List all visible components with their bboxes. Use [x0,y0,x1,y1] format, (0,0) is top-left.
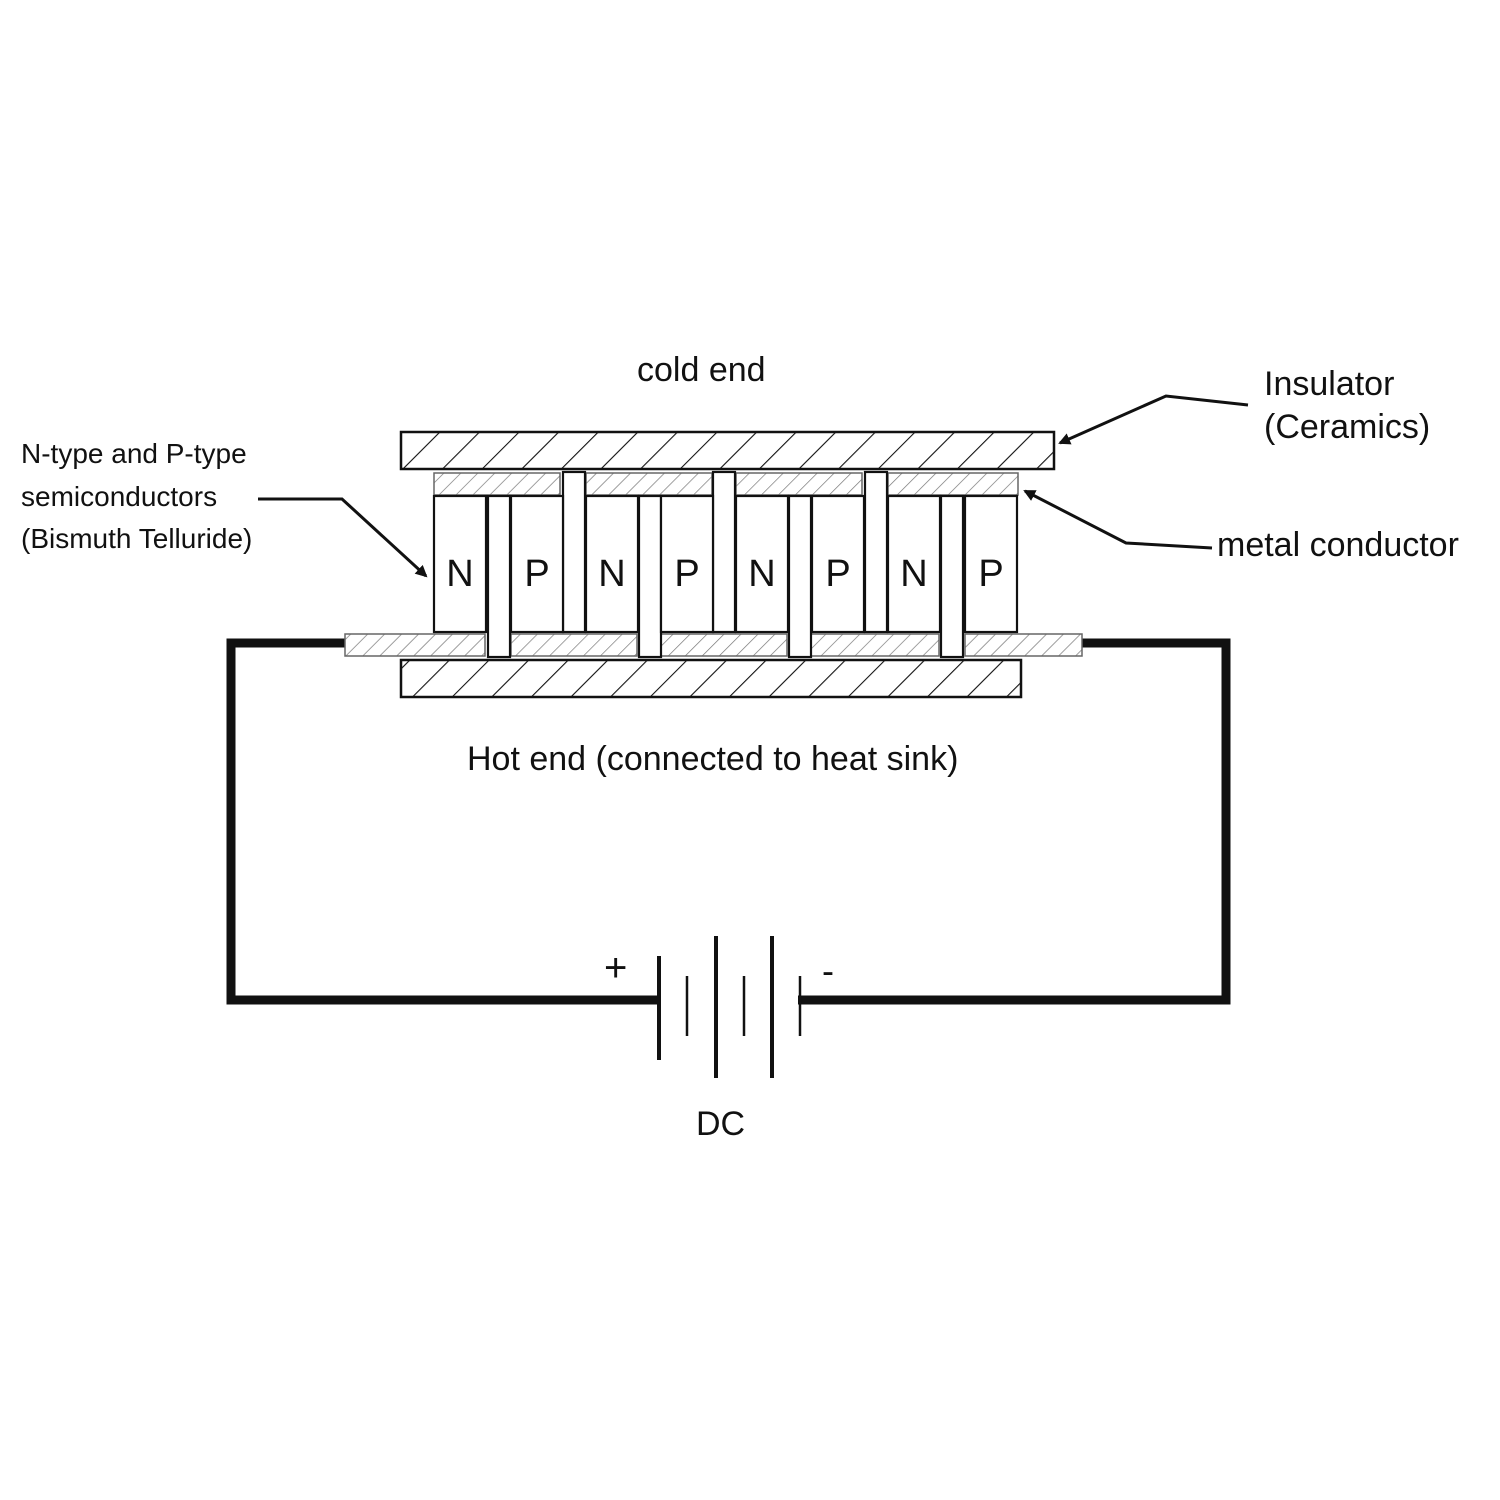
insulator-label-line2: (Ceramics) [1264,408,1431,446]
leg-label: N [748,553,775,595]
positive-terminal-label: + [604,946,628,990]
leg-labels: N P N P N P N P [446,553,1003,595]
metal-conductor-leader-arrow [1023,489,1213,550]
semiconductor-leader-arrow [258,497,428,578]
hot-end-label: Hot end (connected to heat sink) [467,740,959,778]
leg-label: P [524,553,549,595]
leg-label: N [900,553,927,595]
leg-3 [584,494,640,634]
semiconductors-label-line3: (Bismuth Telluride) [21,523,253,554]
cold-end-label: cold end [637,351,766,389]
leg-8 [963,494,1019,634]
insulator-label-line1: Insulator [1264,365,1395,403]
leg-1 [432,494,488,634]
semiconductors-label-line1: N-type and P-type [21,438,247,469]
battery-symbol [657,936,802,1078]
leg-label: N [446,553,473,595]
dc-label: DC [696,1105,746,1143]
bottom-insulator-plate [399,658,1023,699]
top-insulator-plate [399,430,1056,471]
leg-label: P [674,553,699,595]
metal-conductor-label: metal conductor [1217,526,1459,564]
circuit-wire-left [226,638,657,1005]
leg-4 [659,494,715,634]
semiconductors-label-line2: semiconductors [21,481,218,512]
connector-posts [486,470,965,659]
circuit-wire-right [798,638,1231,1005]
leg-5 [734,494,790,634]
bottom-metal-conductors [344,633,1083,657]
semiconductor-legs [432,494,1019,634]
leg-label: P [825,553,850,595]
leg-label: N [598,553,625,595]
insulator-leader-arrow [1058,394,1249,445]
negative-terminal-label: - [822,950,834,991]
leg-6 [810,494,866,634]
leg-label: P [978,553,1003,595]
leg-7 [886,494,942,634]
leg-2 [509,494,565,634]
